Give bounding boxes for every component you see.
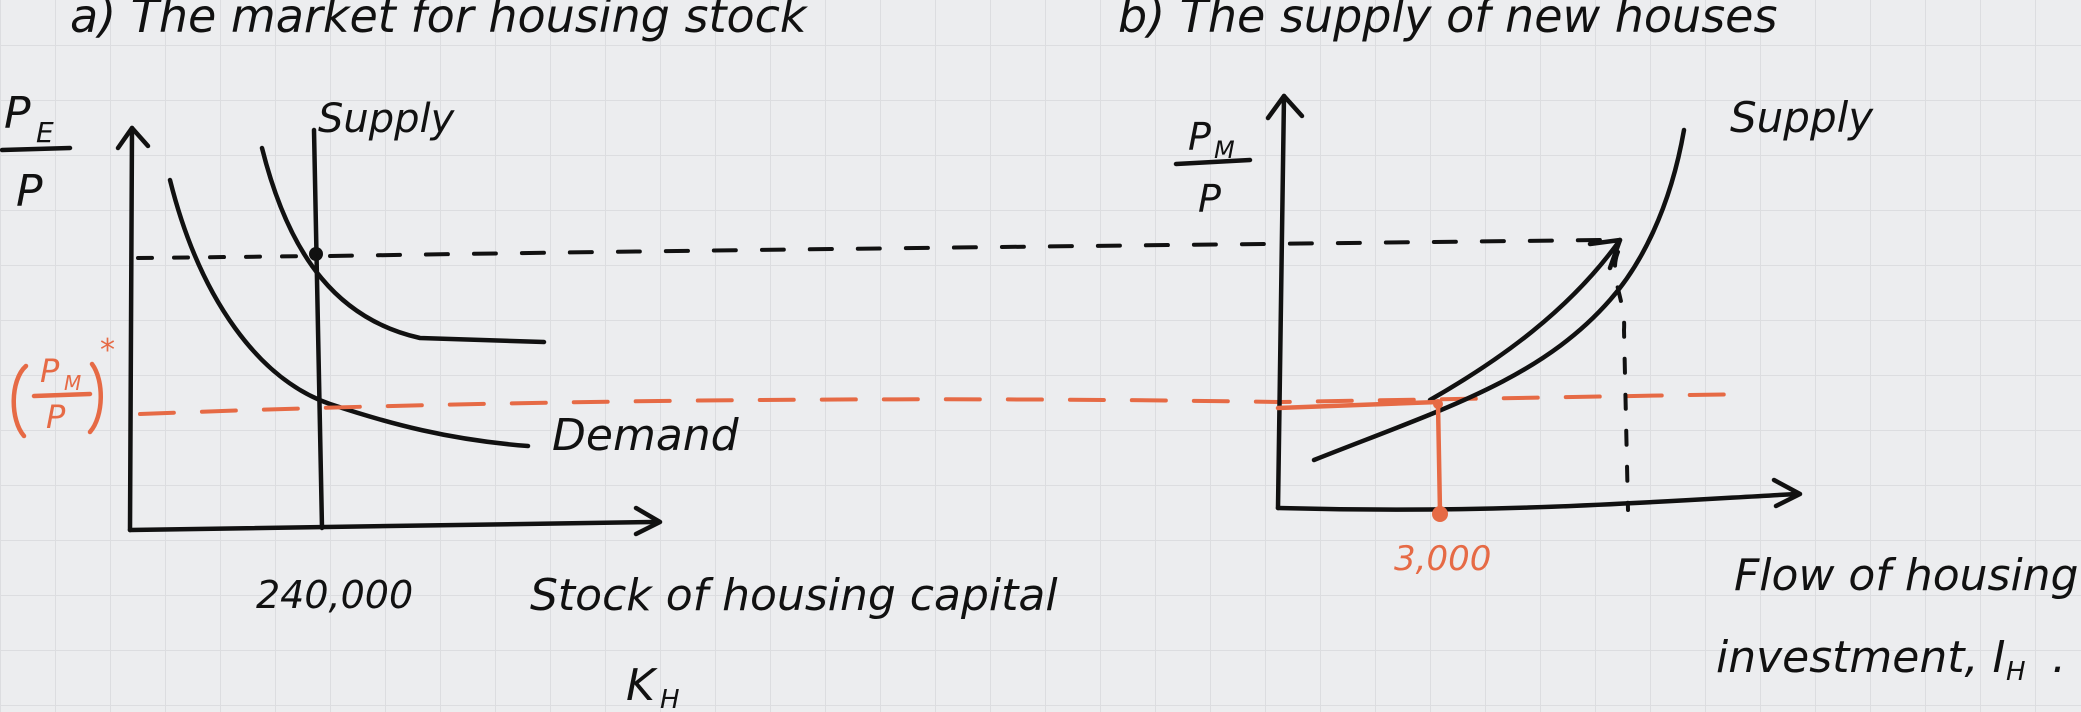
red-price-dashline [138, 392, 1752, 416]
panel-a-price-dashline [136, 254, 322, 260]
panel-b-y-label-bottom: P [1198, 177, 1221, 221]
panel-a-demand-curve-high [259, 145, 547, 345]
panel-b-x-tick: 3,000 [1394, 539, 1491, 579]
panel-a-y-label-bottom: P [16, 166, 43, 217]
panel-a-pm-label: P M P * [11, 333, 115, 439]
panel-a-x-label: Stock of housing capital [530, 570, 1058, 621]
panel-a: a) The market for housing stock P E P Su… [0, 0, 1752, 712]
panel-b: b) The supply of new houses P M P Supply… [1118, 0, 2078, 687]
panel-a-x-symbol-sub: H [660, 685, 680, 712]
panel-b-x-label-line2-text: investment, I [1716, 632, 2005, 683]
panel-b-red-dropline [1435, 401, 1443, 515]
panel-a-pm-label-bottom: P [46, 398, 66, 436]
panel-b-y-axis-arrowhead [1265, 93, 1305, 121]
panel-a-x-symbol: K [626, 660, 658, 711]
panel-a-y-axis [127, 125, 135, 533]
panel-a-x-axis [127, 519, 657, 533]
panel-b-y-label-top: P [1188, 115, 1211, 159]
panel-b-red-intersection [1433, 399, 1443, 409]
panel-a-y-label-fraction-bar [0, 145, 73, 153]
panel-b-x-label-line2: investment, I H . [1716, 632, 2066, 687]
panel-b-red-point [1432, 506, 1448, 522]
panel-a-title: a) The market for housing stock [70, 0, 809, 43]
panel-a-x-tick: 240,000 [256, 573, 413, 617]
panel-b-y-label: P M P [1173, 115, 1253, 221]
panel-a-pm-label-top: P [40, 352, 60, 390]
panel-b-y-label-fraction-bar [1173, 157, 1253, 167]
panel-b-supply-label: Supply [1730, 93, 1874, 142]
panel-a-demand-label: Demand [552, 410, 740, 461]
panel-a-y-label-sub: E [36, 116, 54, 149]
panel-b-x-axis-arrowhead [1771, 477, 1803, 509]
panel-a-demand-curve-low [167, 177, 531, 449]
panel-a-supply-line [311, 127, 325, 531]
panel-a-pm-label-right-paren [87, 361, 103, 435]
panel-b-red-price-line [1275, 399, 1441, 411]
panel-a-y-axis-arrowhead [115, 125, 151, 151]
panel-a-pm-label-star: * [100, 333, 115, 368]
panel-a-supply-label: Supply [318, 96, 456, 142]
panel-b-supply-curve-overstroke [1427, 237, 1623, 403]
panel-b-supply-arrowhead [1587, 237, 1623, 271]
panel-a-equilibrium-point [309, 247, 323, 261]
connecting-price-dashline [328, 238, 1602, 258]
panel-b-x-label-line2-sub: H [2006, 657, 2026, 687]
panel-a-pm-label-left-paren [11, 363, 29, 439]
panel-b-x-axis [1275, 491, 1799, 512]
panel-b-x-label-line1: Flow of housing [1734, 550, 2078, 601]
panel-a-x-axis-arrowhead [633, 505, 663, 537]
panel-a-y-label-top: P [4, 88, 31, 139]
panel-b-y-axis [1275, 93, 1287, 511]
panel-a-y-label: P E P [0, 88, 73, 217]
panel-b-upper-dropline [1612, 250, 1630, 512]
panel-b-supply-curve [1311, 127, 1687, 463]
panel-b-x-label-line2-end: . [2052, 632, 2066, 683]
panel-b-title: b) The supply of new houses [1118, 0, 1777, 43]
panel-b-y-label-sub: M [1214, 136, 1235, 164]
panel-a-pm-label-sub: M [64, 371, 81, 395]
panel-a-pm-label-fraction-bar [31, 391, 93, 399]
